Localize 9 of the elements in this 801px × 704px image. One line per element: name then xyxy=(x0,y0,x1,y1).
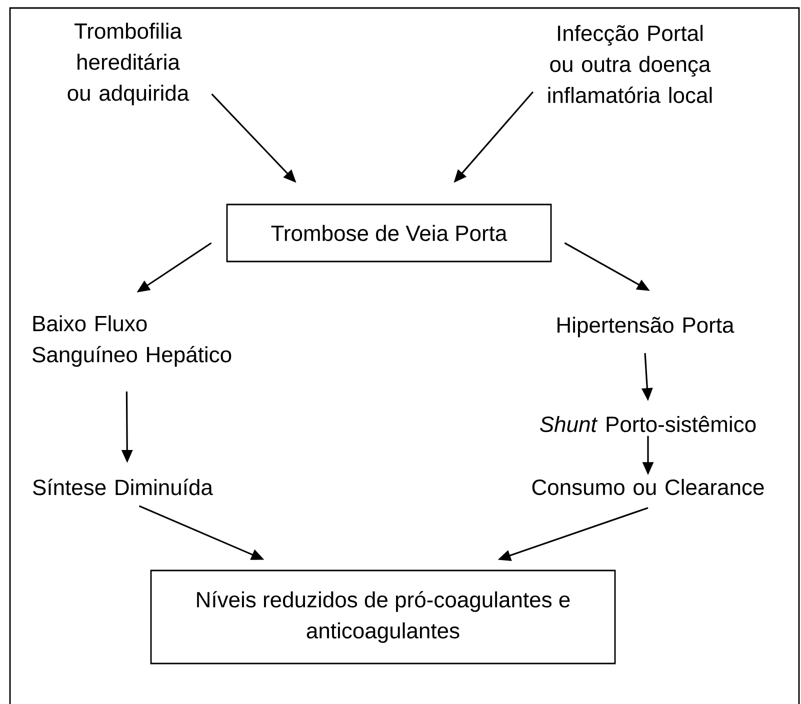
cause-text: Baixo Fluxo Sanguíneo Hepático xyxy=(32,315,232,367)
process-box: Trombose de Veia Porta xyxy=(226,204,552,262)
cause-text: Trombofilia hereditária ou adquirida xyxy=(68,22,190,106)
process-box: Níveis reduzidos de pró-coagulantes e anticoagulantes xyxy=(150,570,616,664)
cause-text: Shunt Porto-sistêmico xyxy=(540,416,756,432)
cause-text: Síntese Diminuída xyxy=(33,478,213,496)
cause-text: Hipertensão Porta xyxy=(558,316,734,338)
cause-text: Consumo ou Clearance xyxy=(532,478,764,496)
cause-text: Infecção Portal ou outra doença inflamatória local xyxy=(548,24,712,104)
